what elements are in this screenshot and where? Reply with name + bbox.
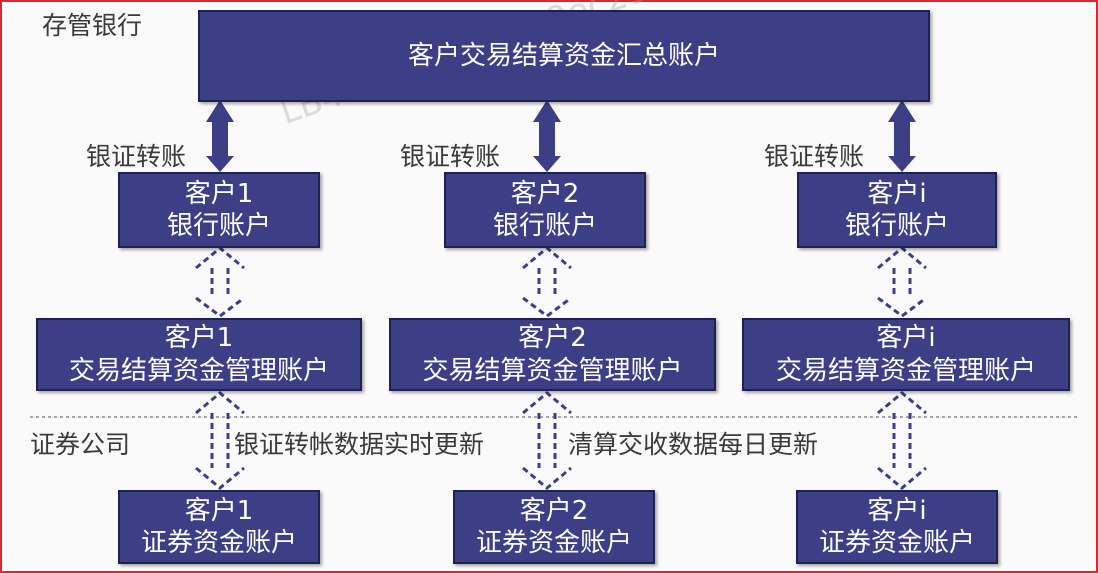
mgmt-account-client: 客户2 [518,323,587,353]
sec-account-box-1: 客户1 证券资金账户 [118,490,320,564]
transfer-label-1: 银证转账 [86,142,187,171]
sec-account-client: 客户2 [519,495,589,526]
sec-account-type: 证券资金账户 [475,528,632,558]
sec-account-type: 证券资金账户 [818,528,975,558]
mgmt-account-box-2: 客户2 交易结算资金管理账户 [389,318,716,391]
sec-account-type: 证券资金账户 [140,528,297,558]
bank-account-box-i: 客户i 银行账户 [797,172,997,248]
mgmt-account-type: 交易结算资金管理账户 [422,355,683,386]
sec-account-client: 客户1 [184,495,254,526]
summary-account-box: 客户交易结算资金汇总账户 [198,10,930,102]
bank-account-client: 客户i [867,178,927,209]
bank-account-box-2: 客户2 银行账户 [444,172,646,248]
bank-account-box-1: 客户1 银行账户 [118,172,320,248]
daily-update-label: 清算交收数据每日更新 [568,430,819,459]
mgmt-account-client: 客户1 [164,323,234,353]
bank-account-type: 银行账户 [492,211,597,241]
mgmt-account-box-1: 客户1 交易结算资金管理账户 [36,318,362,391]
mgmt-account-type: 交易结算资金管理账户 [68,355,329,386]
solid-arrow-1 [206,100,234,172]
bank-account-client: 客户2 [510,178,580,209]
sec-account-client: 客户i [867,495,927,526]
sec-account-box-i: 客户i 证券资金账户 [796,490,998,564]
dashed-arrows [195,246,927,490]
transfer-label-2: 银证转账 [400,142,501,171]
mgmt-account-box-i: 客户i 交易结算资金管理账户 [742,318,1070,391]
solid-arrow-2 [533,100,561,172]
mgmt-account-client: 客户i [876,323,936,353]
bank-account-client: 客户1 [184,178,254,209]
realtime-update-label: 银证转帐数据实时更新 [234,430,485,459]
transfer-label-i: 银证转账 [764,142,865,171]
summary-account-label: 客户交易结算资金汇总账户 [407,40,720,71]
mgmt-account-type: 交易结算资金管理账户 [775,355,1036,386]
securities-section-label: 证券公司 [30,430,131,459]
bank-account-type: 银行账户 [844,211,949,241]
sec-account-box-2: 客户2 证券资金账户 [453,490,655,564]
bank-section-label: 存管银行 [42,11,143,40]
bank-account-type: 银行账户 [166,211,271,241]
solid-arrow-i [888,100,916,172]
